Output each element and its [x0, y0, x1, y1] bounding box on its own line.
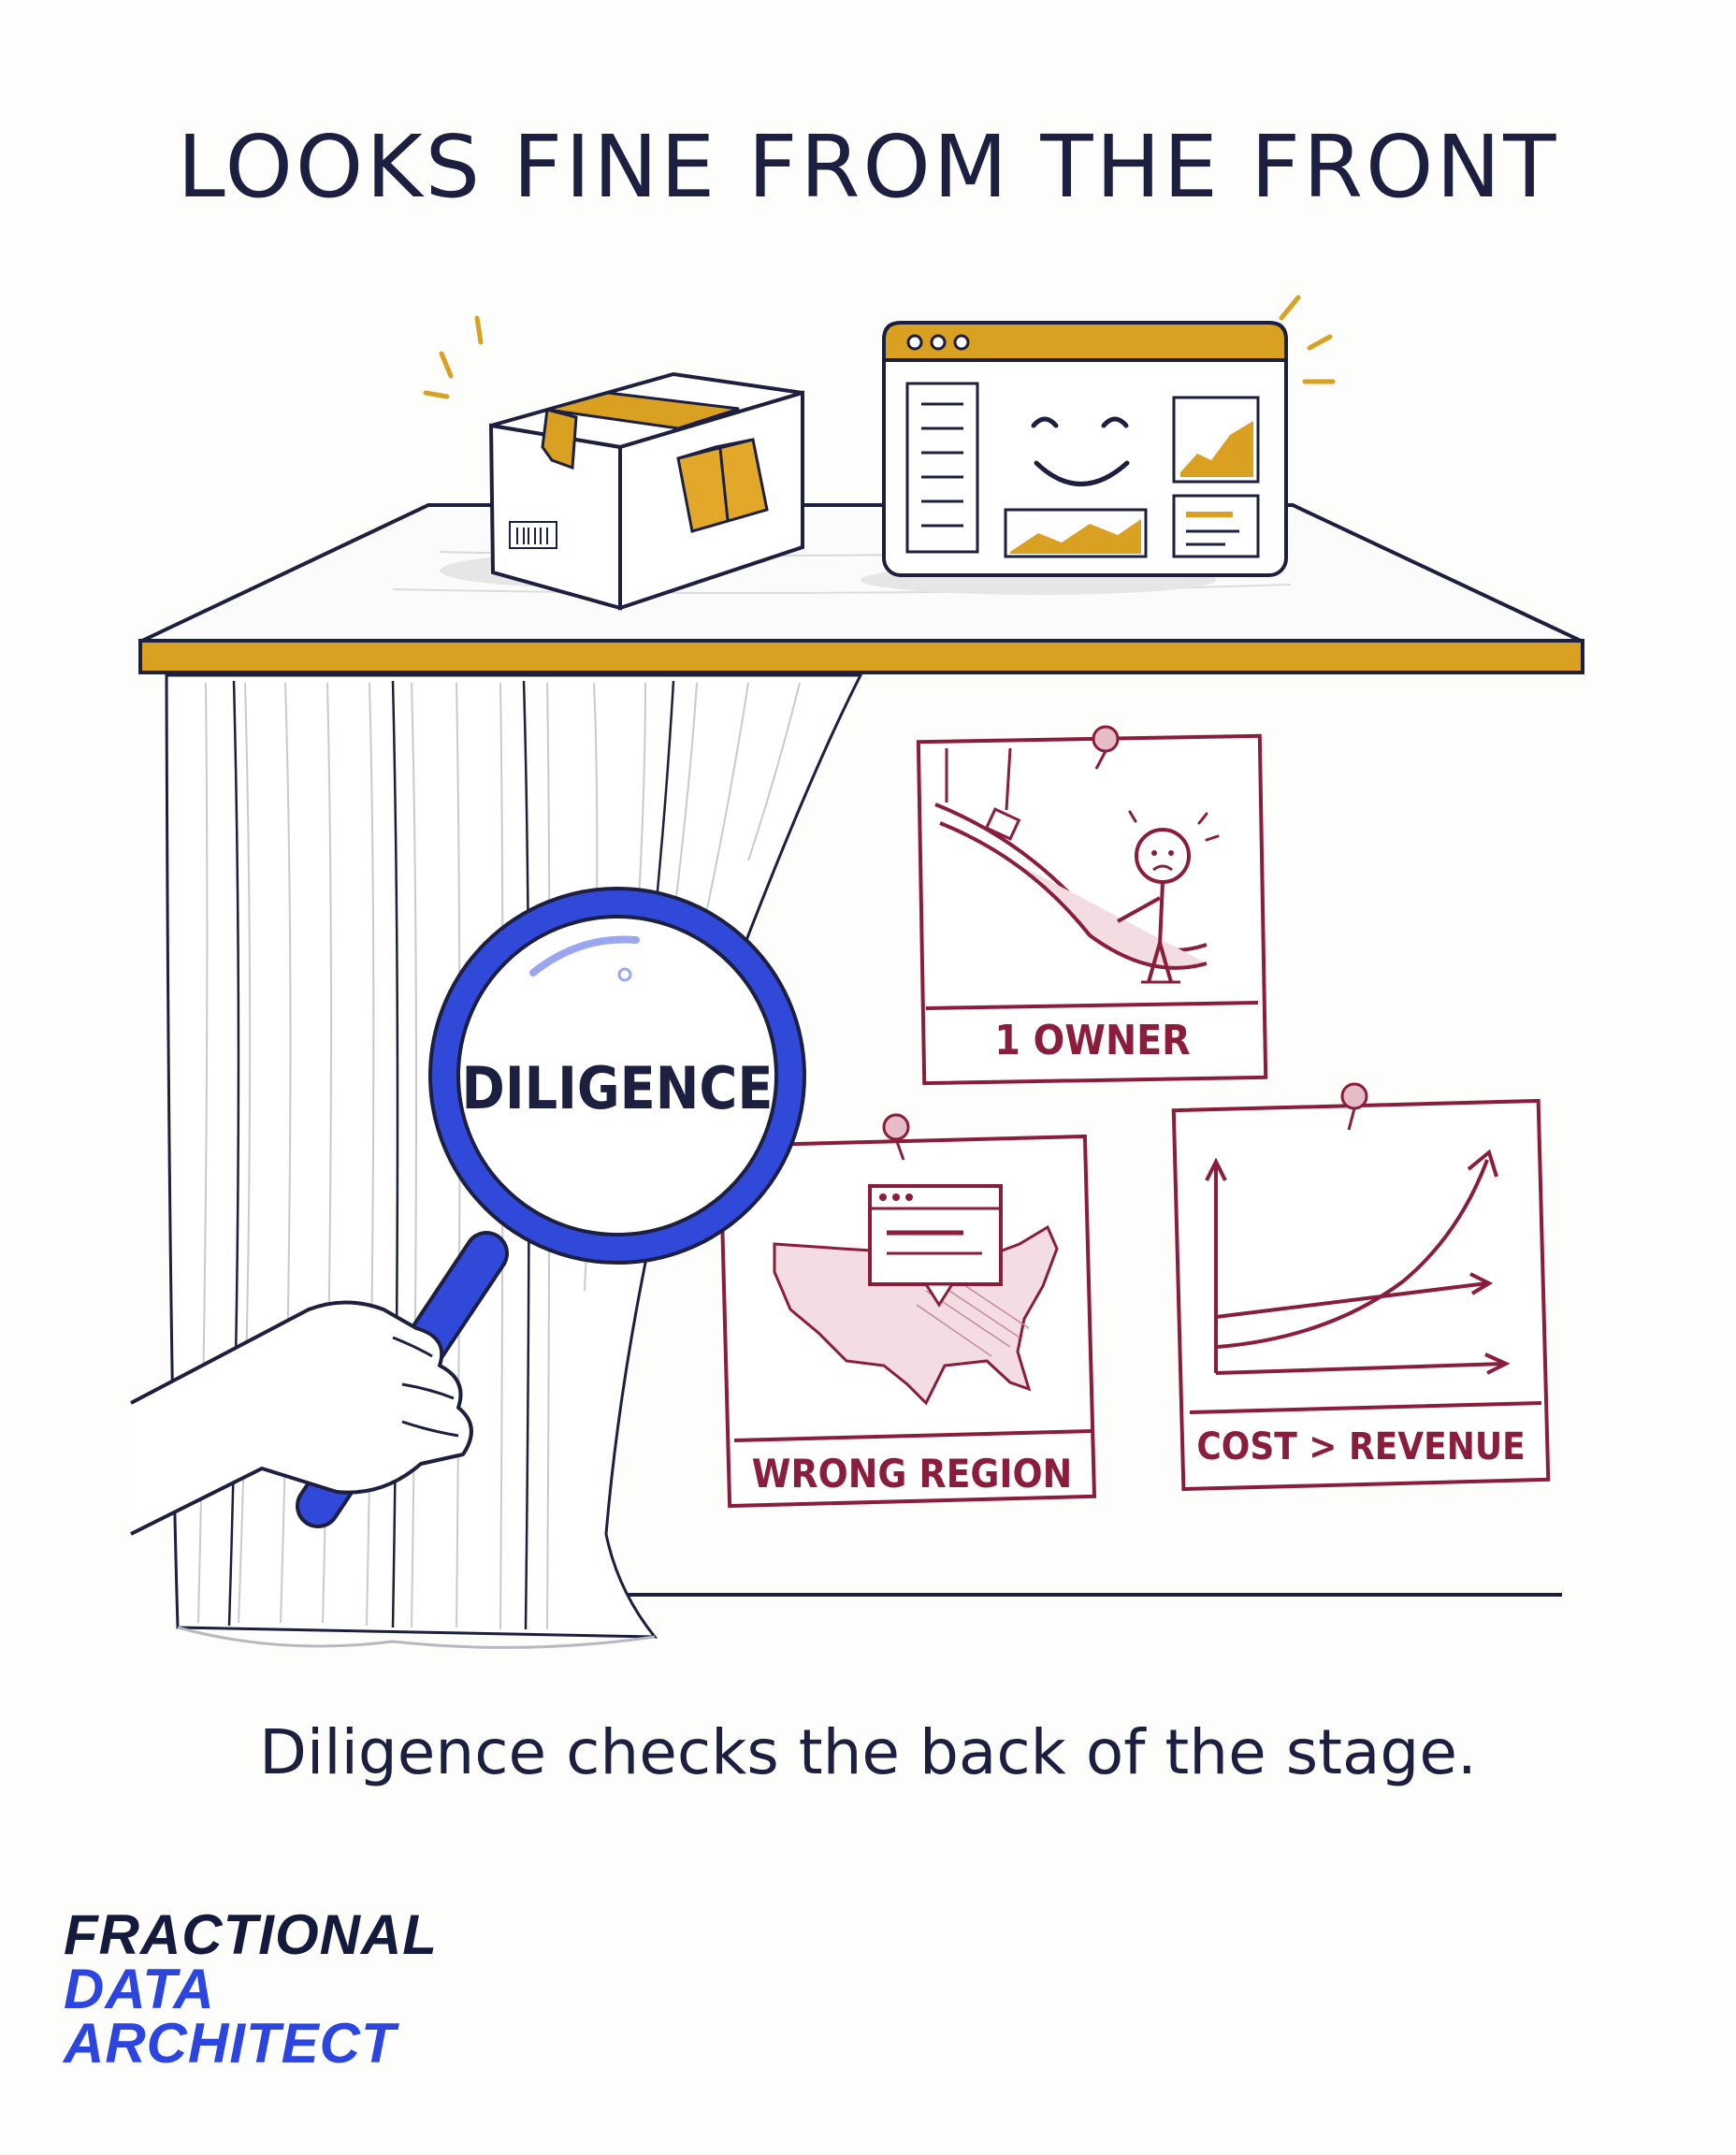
brand-logo: FRACTIONAL DATA ARCHITECT: [64, 1903, 438, 2075]
note-3-label: COST > REVENUE: [1196, 1425, 1525, 1468]
note-3-cost-revenue: COST > REVENUE: [1171, 1082, 1551, 1492]
hand-icon: [130, 1300, 473, 1536]
push-pin-icon: [882, 1113, 910, 1161]
diverging-growth-chart-icon: [1205, 1149, 1511, 1375]
note-1-label: 1 OWNER: [994, 1017, 1190, 1064]
person-holding-pipe-icon: [934, 747, 1220, 984]
note-2-wrong-region: WRONG REGION: [717, 1113, 1097, 1509]
brand-line-3: ARCHITECT: [64, 2012, 397, 2075]
package-box-icon: [423, 315, 804, 611]
push-pin-icon: [1092, 725, 1120, 770]
dashboard-window-icon: [861, 295, 1336, 595]
brand-line-1: FRACTIONAL: [64, 1903, 438, 1966]
push-pin-icon: [1340, 1082, 1368, 1131]
us-map-icon: [773, 1184, 1059, 1406]
caption: Diligence checks the back of the stage.: [259, 1716, 1477, 1788]
magnifier-label: DILIGENCE: [462, 1054, 774, 1122]
note-2-label: WRONG REGION: [752, 1451, 1072, 1497]
page-title: LOOKS FINE FROM THE FRONT: [177, 117, 1559, 217]
magnifying-glass-icon: DILIGENCE: [296, 887, 806, 1528]
note-1-owner: 1 OWNER: [916, 725, 1268, 1086]
table: [138, 503, 1584, 674]
brand-line-2: DATA: [64, 1958, 215, 2020]
